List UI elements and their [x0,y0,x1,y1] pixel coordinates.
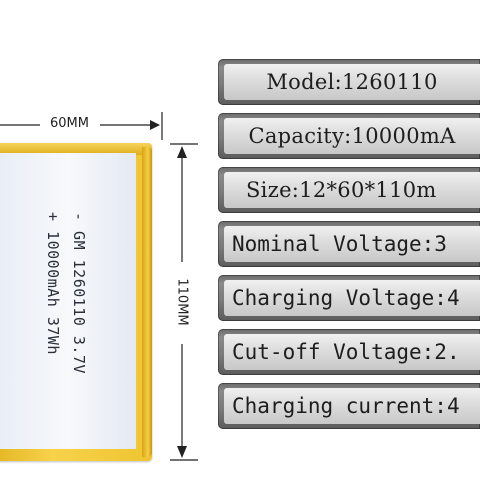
spec-size-label: Size: [246,178,300,202]
spec-charging-voltage-text: Charging Voltage:4 [232,286,460,310]
battery-side-edge [142,147,152,457]
spec-size-value: 12*60*110m [299,178,437,202]
spec-charging-current: Charging current:4 [218,383,480,429]
height-arrow-down-icon [177,446,187,458]
battery-cell [0,143,152,461]
spec-charging-voltage: Charging Voltage:4 [218,275,480,321]
width-arrow-right-icon [150,120,160,130]
spec-face: Model:1260110 [224,64,480,100]
spec-capacity-text: Capacity:10000mA [248,124,455,148]
spec-model: Model:1260110 [218,59,480,105]
spec-charging-current-text: Charging current:4 [232,394,460,418]
spec-nominal-voltage-value: 3 [434,232,447,256]
spec-face: Capacity:10000mA [224,118,480,154]
spec-size-text: Size:12*60*110m [246,178,437,202]
spec-nominal-voltage-text: Nominal Voltage:3 [232,232,447,256]
spec-face: Charging Voltage:4 [224,280,480,316]
battery-top-edge [0,143,152,155]
spec-cutoff-voltage-value: 2. [434,340,460,364]
battery-print-line-1: - GM 1260110 3.7V [70,212,88,375]
battery-label-sheet [0,153,136,449]
battery-print-line-2: + 10000mAh 37Wh [44,212,62,355]
spec-face: Cut-off Voltage:2. [224,334,480,370]
spec-charging-voltage-value: 4 [446,286,460,310]
spec-model-text: Model:1260110 [266,70,437,94]
spec-cutoff-voltage-text: Cut-off Voltage:2. [232,340,460,364]
spec-nominal-voltage: Nominal Voltage:3 [218,221,480,267]
spec-capacity-label: Capacity: [248,124,352,148]
spec-capacity: Capacity:10000mA [218,113,480,159]
spec-model-label: Model: [266,70,342,94]
spec-model-value: 1260110 [341,70,438,94]
spec-face: Charging current:4 [224,388,480,424]
spec-charging-current-value: 4 [446,394,460,418]
spec-capacity-value: 10000mA [351,124,456,148]
spec-charging-current-label: Charging current: [232,394,447,418]
height-label: 110MM [174,278,190,326]
spec-charging-voltage-label: Charging Voltage: [232,286,447,310]
width-label: 60MM [50,116,89,131]
spec-face: Nominal Voltage:3 [224,226,480,262]
spec-face: Size:12*60*110m [224,172,480,208]
spec-cutoff-voltage: Cut-off Voltage:2. [218,329,480,375]
height-arrow-up-icon [177,146,187,158]
spec-size: Size:12*60*110m [218,167,480,213]
spec-nominal-voltage-label: Nominal Voltage: [232,232,435,256]
spec-cutoff-voltage-label: Cut-off Voltage: [232,340,435,364]
height-label-wrap: 110MM [168,262,196,342]
